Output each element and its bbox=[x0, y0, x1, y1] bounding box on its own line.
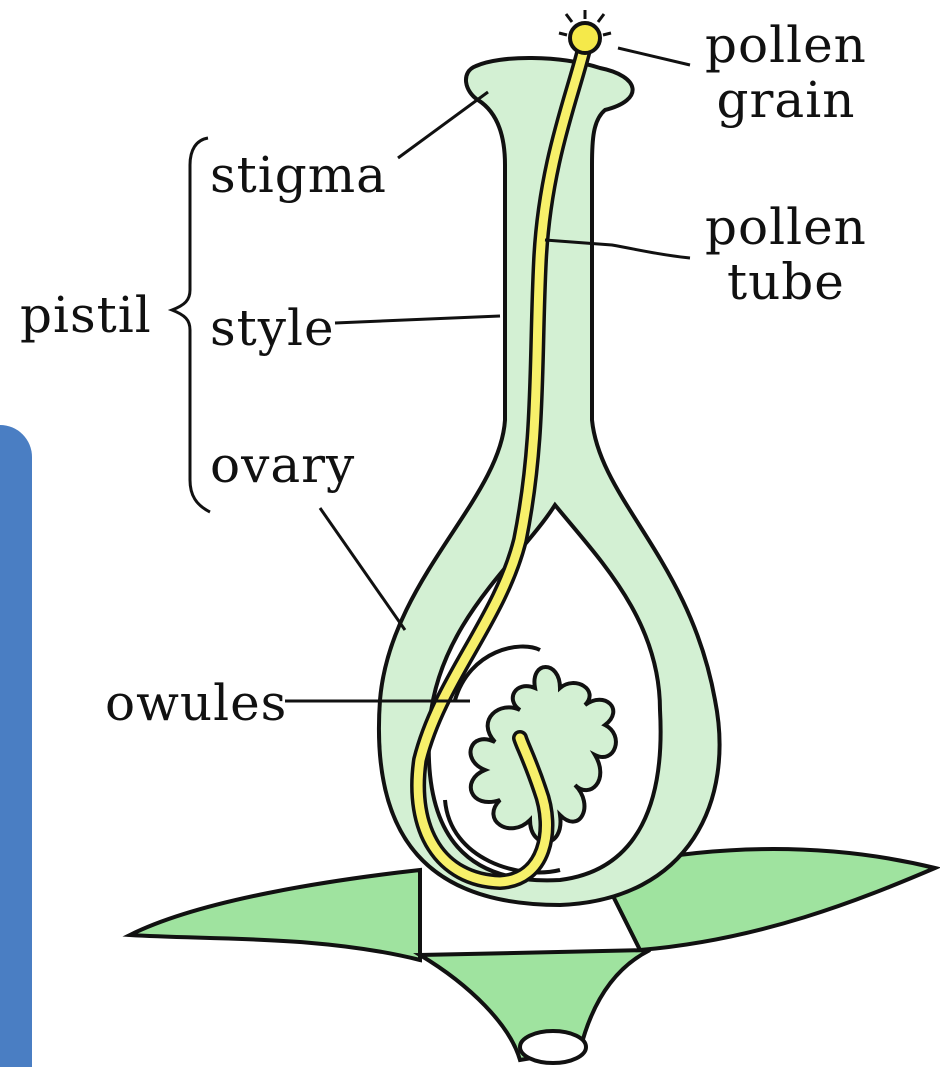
label-ovules: owules bbox=[105, 678, 287, 728]
left-sepal bbox=[130, 870, 420, 960]
stem-cut bbox=[520, 1031, 586, 1063]
leader-stigma bbox=[398, 92, 488, 158]
label-pistil: pistil bbox=[20, 290, 152, 340]
leader-style bbox=[335, 316, 500, 323]
label-ovary: ovary bbox=[210, 440, 355, 490]
label-pollen-tube: pollen tube bbox=[705, 200, 867, 310]
label-stigma: stigma bbox=[210, 150, 387, 200]
label-style: style bbox=[210, 303, 335, 353]
pistil-bracket bbox=[172, 138, 210, 512]
label-pollen-grain: pollen grain bbox=[705, 18, 867, 128]
leader-ovary bbox=[320, 508, 405, 630]
leader-pollen-grain bbox=[618, 48, 690, 65]
pollen-grain bbox=[559, 10, 611, 53]
